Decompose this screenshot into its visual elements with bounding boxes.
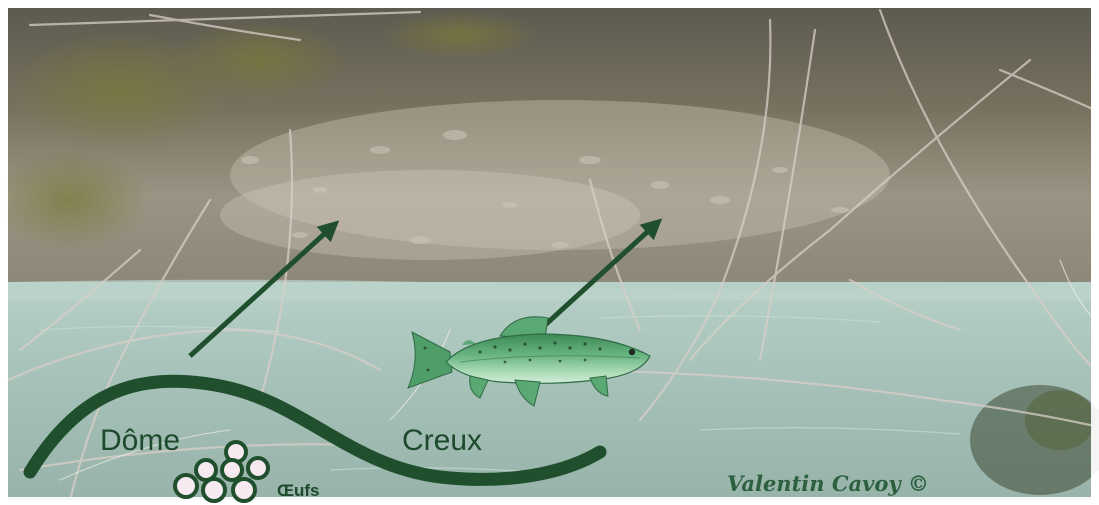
photo-credit: Valentin Cavoy © <box>727 471 929 496</box>
oeufs-label: Œufs <box>277 481 320 500</box>
creux-label: Creux <box>402 424 482 457</box>
dome-label: Dôme <box>100 424 180 457</box>
